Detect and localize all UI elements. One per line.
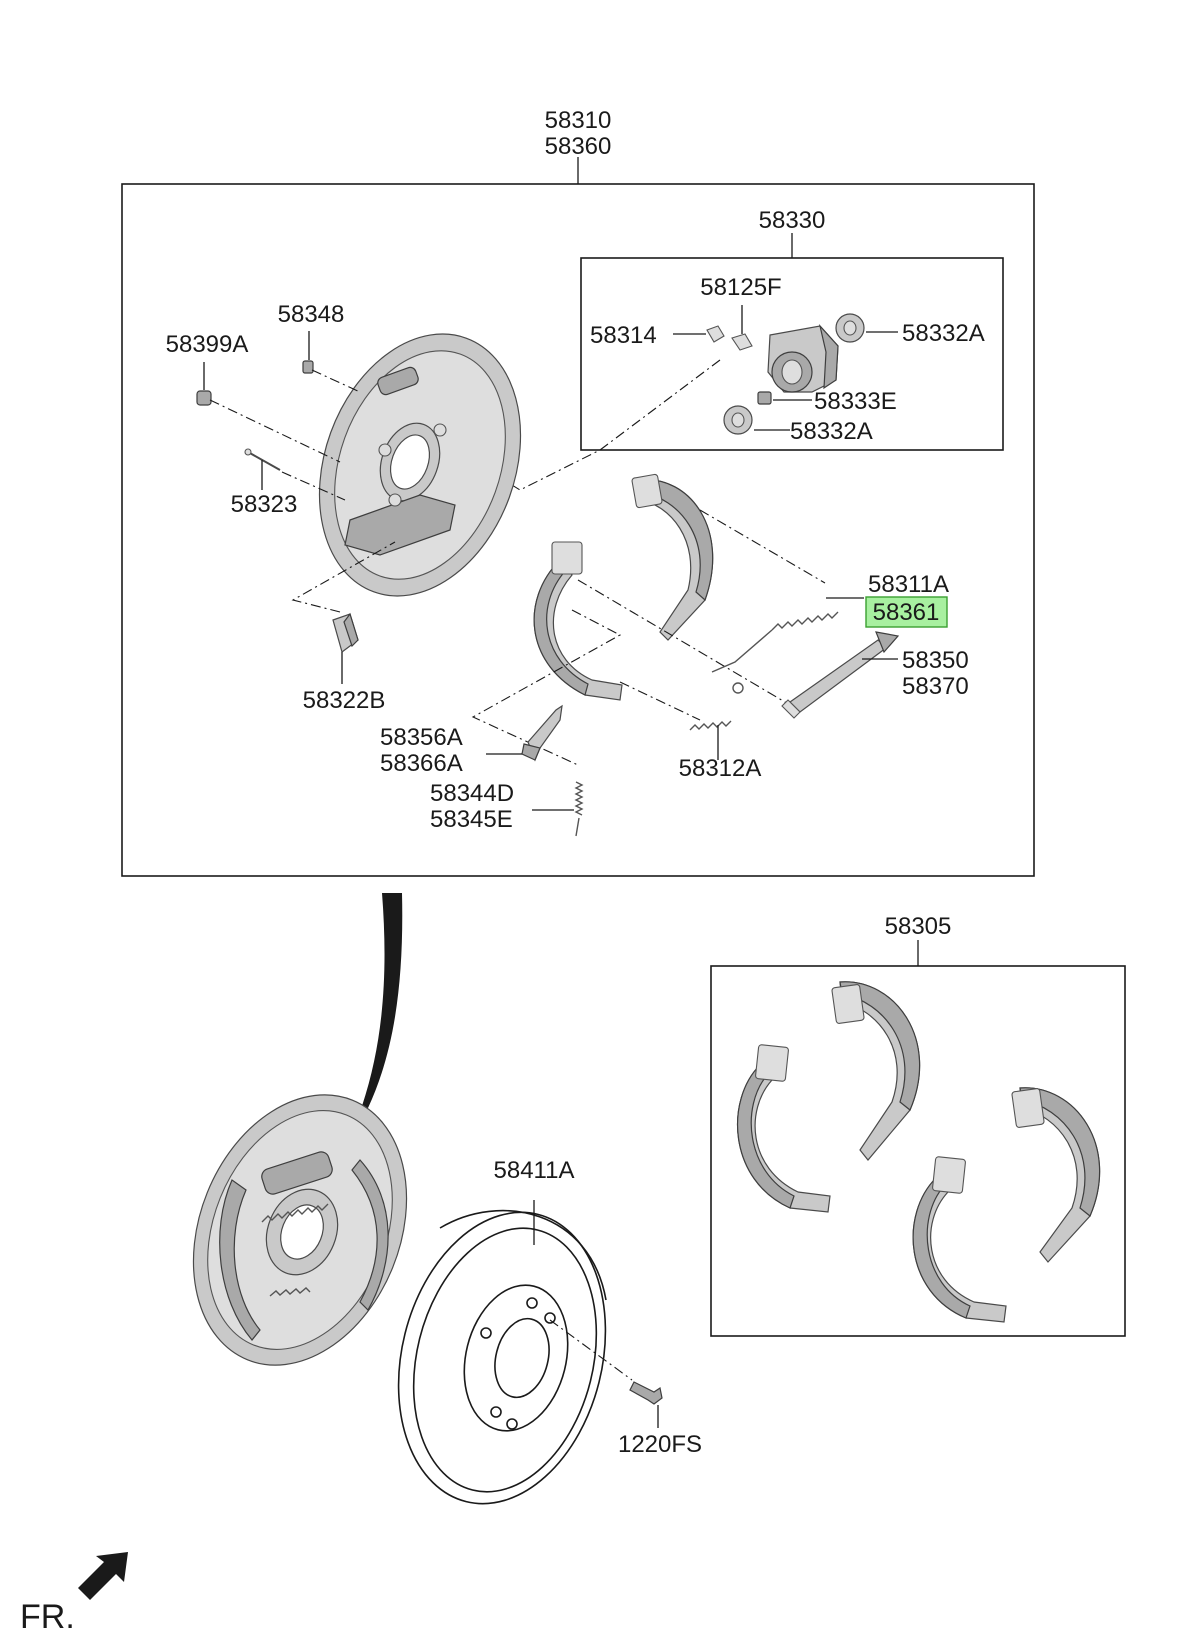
label-58310[interactable]: 58310 [545, 107, 612, 134]
bleeder-screw-icon [731, 305, 753, 351]
bolt-icon [302, 331, 314, 374]
front-arrow-icon [78, 1552, 128, 1600]
dust-boot-lower-icon [723, 405, 790, 435]
assembly-arrow [362, 893, 403, 1108]
assembly-box [121, 183, 1035, 877]
label-58345E[interactable]: 58345E [430, 806, 513, 833]
drum-bolt-icon [549, 1319, 663, 1428]
brake-shoe-upper-icon [631, 473, 714, 641]
label-58360[interactable]: 58360 [545, 133, 612, 160]
label-58361[interactable]: 58361 [873, 599, 940, 626]
label-58366A[interactable]: 58366A [380, 750, 463, 777]
label-58350[interactable]: 58350 [902, 647, 969, 674]
label-58348[interactable]: 58348 [278, 301, 345, 328]
label-58322B[interactable]: 58322B [303, 687, 386, 714]
shoe-kit-box [710, 965, 1126, 1337]
hold-down-pin-icon [244, 448, 281, 490]
wheel-cylinder-icon [767, 323, 839, 393]
shoe-kit-shoe-1-icon [736, 1044, 831, 1213]
label-58305[interactable]: 58305 [885, 913, 952, 940]
label-58399A[interactable]: 58399A [166, 331, 249, 358]
backing-plate-icon [318, 333, 522, 597]
label-58125F[interactable]: 58125F [700, 274, 781, 301]
label-58356A[interactable]: 58356A [380, 724, 463, 751]
nut-icon [196, 362, 212, 406]
label-58344D[interactable]: 58344D [430, 780, 514, 807]
brake-shoe-lower-icon [533, 541, 623, 701]
lower-return-spring-icon [689, 682, 744, 760]
assembled-brake-icon [192, 1094, 408, 1366]
label-58411A[interactable]: 58411A [494, 1157, 575, 1184]
clip-icon [332, 612, 359, 684]
label-58332A-lower[interactable]: 58332A [790, 418, 873, 445]
label-58333E[interactable]: 58333E [814, 388, 897, 415]
label-58330[interactable]: 58330 [759, 207, 826, 234]
hold-down-spring-icon [532, 781, 584, 837]
label-58332A-upper[interactable]: 58332A [902, 320, 985, 347]
label-58323[interactable]: 58323 [231, 491, 298, 518]
label-58311A[interactable]: 58311A [868, 571, 949, 598]
adjuster-icon [781, 631, 900, 719]
highlight-box [865, 596, 948, 628]
label-58370[interactable]: 58370 [902, 673, 969, 700]
label-fr: FR. [20, 1598, 75, 1636]
shoe-kit-shoe-3-icon [1011, 1087, 1101, 1263]
shoe-kit-shoe-2-icon [831, 981, 921, 1161]
shoe-kit-shoe-4-icon [912, 1156, 1007, 1323]
label-1220FS[interactable]: 1220FS [618, 1431, 702, 1458]
piston-kit-icon [757, 391, 812, 405]
label-58312A[interactable]: 58312A [679, 755, 762, 782]
dust-boot-upper-icon [835, 313, 898, 343]
upper-return-spring-icon [711, 597, 864, 673]
label-58314[interactable]: 58314 [590, 322, 657, 349]
parking-lever-icon [486, 704, 563, 762]
brake-drum-icon [397, 1200, 607, 1505]
bleeder-cap-icon [673, 325, 725, 343]
